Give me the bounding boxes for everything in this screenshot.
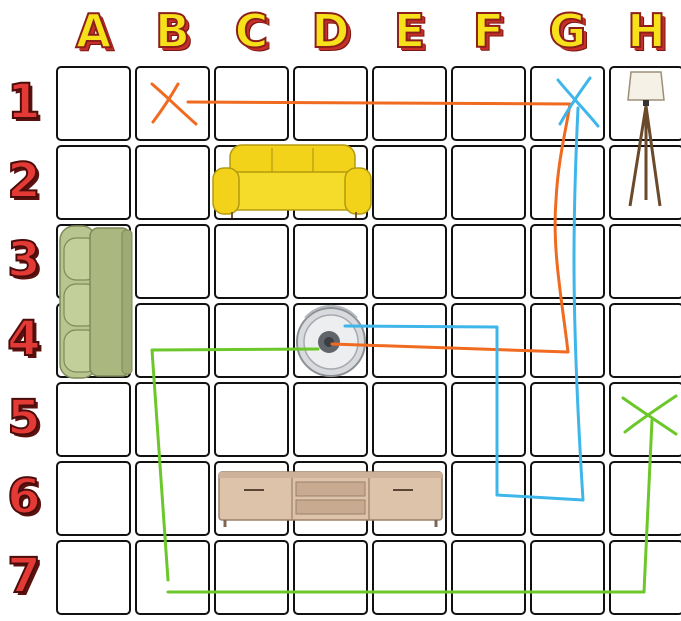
tv-stand-icon xyxy=(219,472,442,527)
green-path xyxy=(152,349,676,592)
orange-x-mark xyxy=(152,84,196,124)
green-x-mark xyxy=(623,396,676,434)
floor-lamp-icon xyxy=(628,72,664,206)
green-sofa-icon xyxy=(60,226,132,378)
yellow-sofa-icon xyxy=(213,145,371,218)
robot-vacuum-icon xyxy=(297,306,365,376)
orange-path xyxy=(152,84,570,352)
